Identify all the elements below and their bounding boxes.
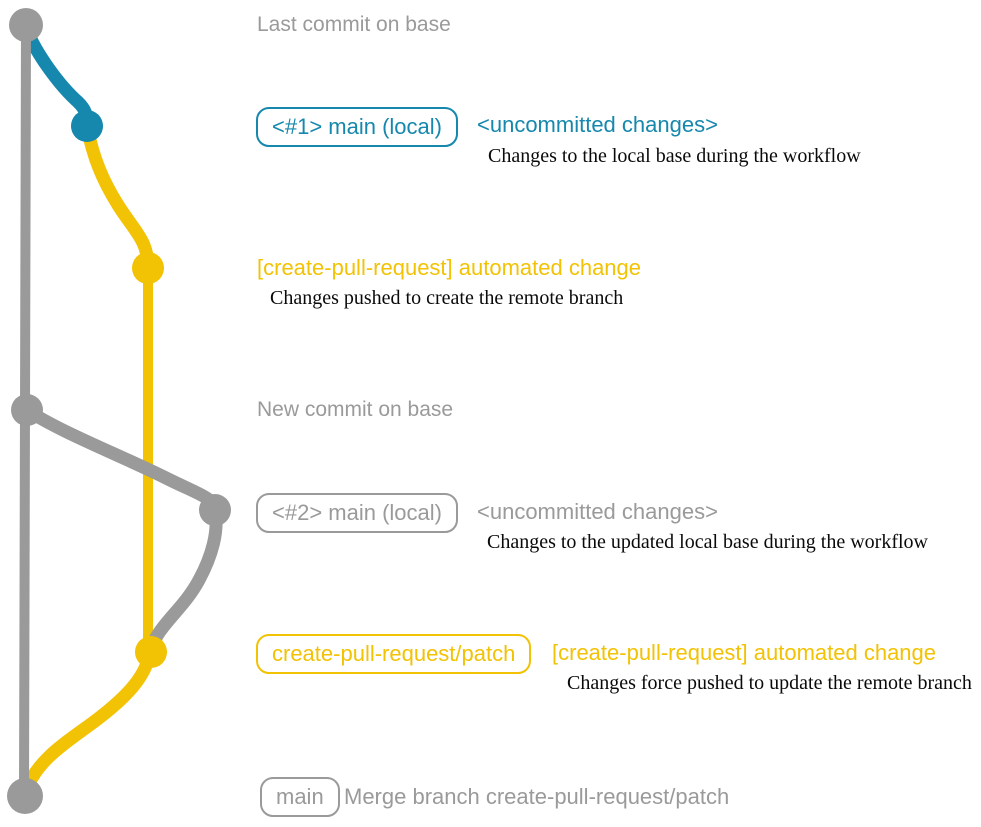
description-updated-local-base-changes: Changes to the updated local base during… — [487, 531, 928, 553]
branch-pill-main: main — [260, 777, 340, 817]
commit-label-automated-change-2: [create-pull-request] automated change — [552, 640, 937, 665]
commit-label-automated-change-1: [create-pull-request] automated change — [257, 255, 642, 280]
description-changes-force-pushed: Changes force pushed to update the remot… — [567, 672, 972, 694]
commit-dot-last-base — [9, 8, 43, 42]
label-new-commit-on-base: New commit on base — [257, 398, 454, 421]
commit-dot-merge — [7, 778, 43, 814]
patch-branch-curve-top — [80, 119, 155, 275]
status-uncommitted-changes-1: <uncommitted changes> — [477, 112, 718, 137]
branch-pill-main-local-1: <#1> main (local) — [256, 107, 458, 147]
commit-dot-local-main-1 — [71, 110, 103, 142]
base-update-branch-curve — [20, 403, 223, 657]
commit-label-merge-branch: Merge branch create-pull-request/patch — [344, 784, 730, 809]
commit-dot-patch-2 — [135, 636, 167, 668]
label-last-commit-on-base: Last commit on base — [257, 13, 451, 36]
commit-dot-local-main-2 — [199, 494, 231, 526]
commit-dot-patch-1 — [132, 252, 164, 284]
branch-pill-create-pull-request-patch-label: create-pull-request/patch — [272, 641, 516, 666]
description-changes-pushed: Changes pushed to create the remote bran… — [270, 287, 624, 309]
status-uncommitted-changes-2: <uncommitted changes> — [477, 499, 718, 524]
commit-dot-new-base — [11, 394, 43, 426]
branch-pill-main-local-2: <#2> main (local) — [256, 493, 458, 533]
description-local-base-changes: Changes to the local base during the wor… — [488, 145, 861, 167]
branch-pill-create-pull-request-patch: create-pull-request/patch — [256, 634, 532, 674]
local-main-branch-curve — [19, 21, 94, 133]
patch-merge-curve — [19, 645, 157, 797]
branch-pill-main-label: main — [276, 784, 324, 809]
git-graph — [7, 8, 231, 814]
branch-pill-main-local-1-label: <#1> main (local) — [272, 114, 442, 139]
branch-pill-main-local-2-label: <#2> main (local) — [272, 500, 442, 525]
